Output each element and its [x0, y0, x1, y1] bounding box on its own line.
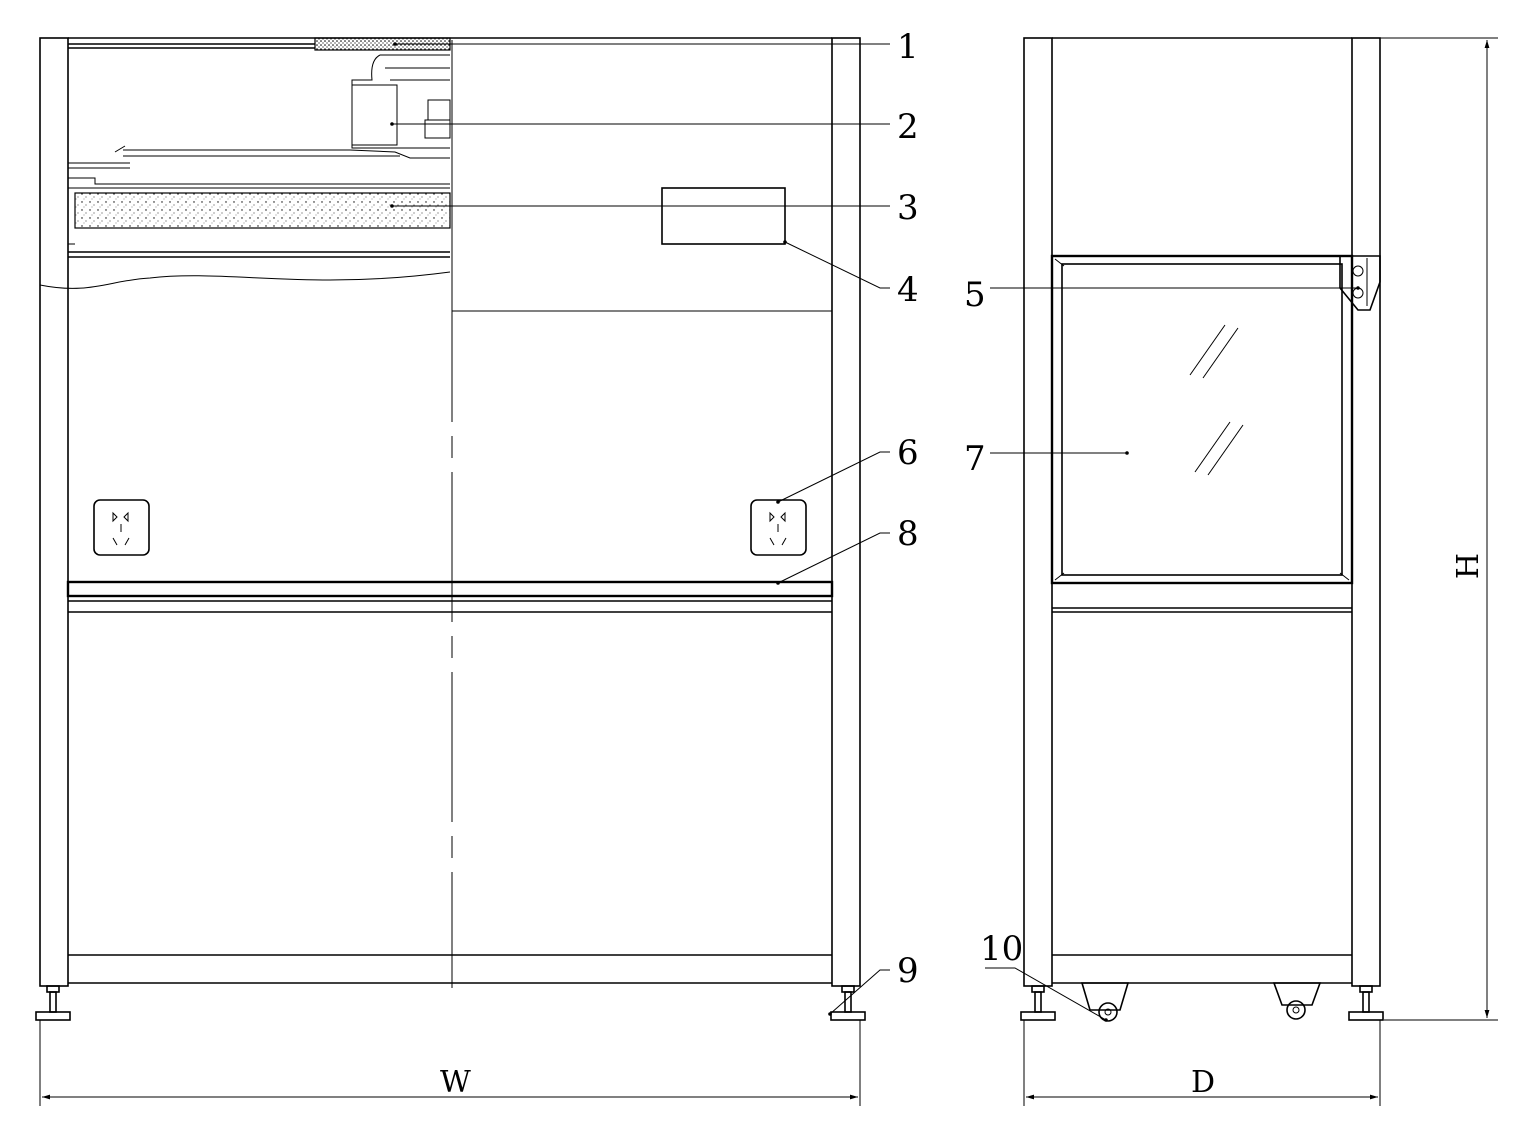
dimension-width-label: W	[440, 1065, 471, 1100]
side-glass-frame	[1050, 254, 1354, 585]
callout-9: 9	[897, 951, 919, 991]
callout-8: 8	[897, 514, 919, 554]
side-view	[1020, 37, 1498, 1106]
hepa-filter	[74, 192, 451, 229]
side-window-hinge	[1339, 255, 1381, 311]
callout-2: 2	[897, 107, 919, 147]
dimension-height-label: H	[1451, 553, 1486, 579]
side-levelling-foot-front	[1020, 985, 1056, 1021]
fan-assembly	[68, 54, 451, 169]
callout-7: 7	[964, 439, 986, 479]
callout-6: 6	[897, 433, 919, 473]
side-levelling-foot-rear	[1348, 985, 1384, 1021]
callout-10: 10	[980, 929, 1023, 969]
power-socket-left	[93, 499, 150, 556]
caster-front	[1080, 982, 1130, 1022]
callout-1: 1	[897, 27, 919, 67]
levelling-foot-right	[830, 985, 866, 1021]
callout-labels: 1 2 3 4 5 6 7 8 9 10	[897, 27, 1023, 991]
levelling-foot-left	[35, 985, 71, 1021]
caster-rear	[1272, 982, 1322, 1020]
callout-4: 4	[897, 270, 919, 310]
front-view	[35, 37, 866, 1106]
right-post	[831, 37, 861, 987]
control-panel	[661, 187, 786, 245]
side-front-post	[1023, 37, 1053, 987]
left-post	[39, 37, 69, 987]
side-glass-panel	[1061, 263, 1343, 576]
callout-5: 5	[964, 275, 986, 315]
callout-3: 3	[897, 188, 919, 228]
leader-lines	[390, 42, 1360, 1022]
work-table	[66, 580, 834, 598]
side-rear-post	[1351, 37, 1381, 987]
dimension-labels: W D H	[440, 553, 1486, 1100]
dimension-depth-label: D	[1191, 1065, 1215, 1100]
power-socket-right	[750, 499, 807, 556]
